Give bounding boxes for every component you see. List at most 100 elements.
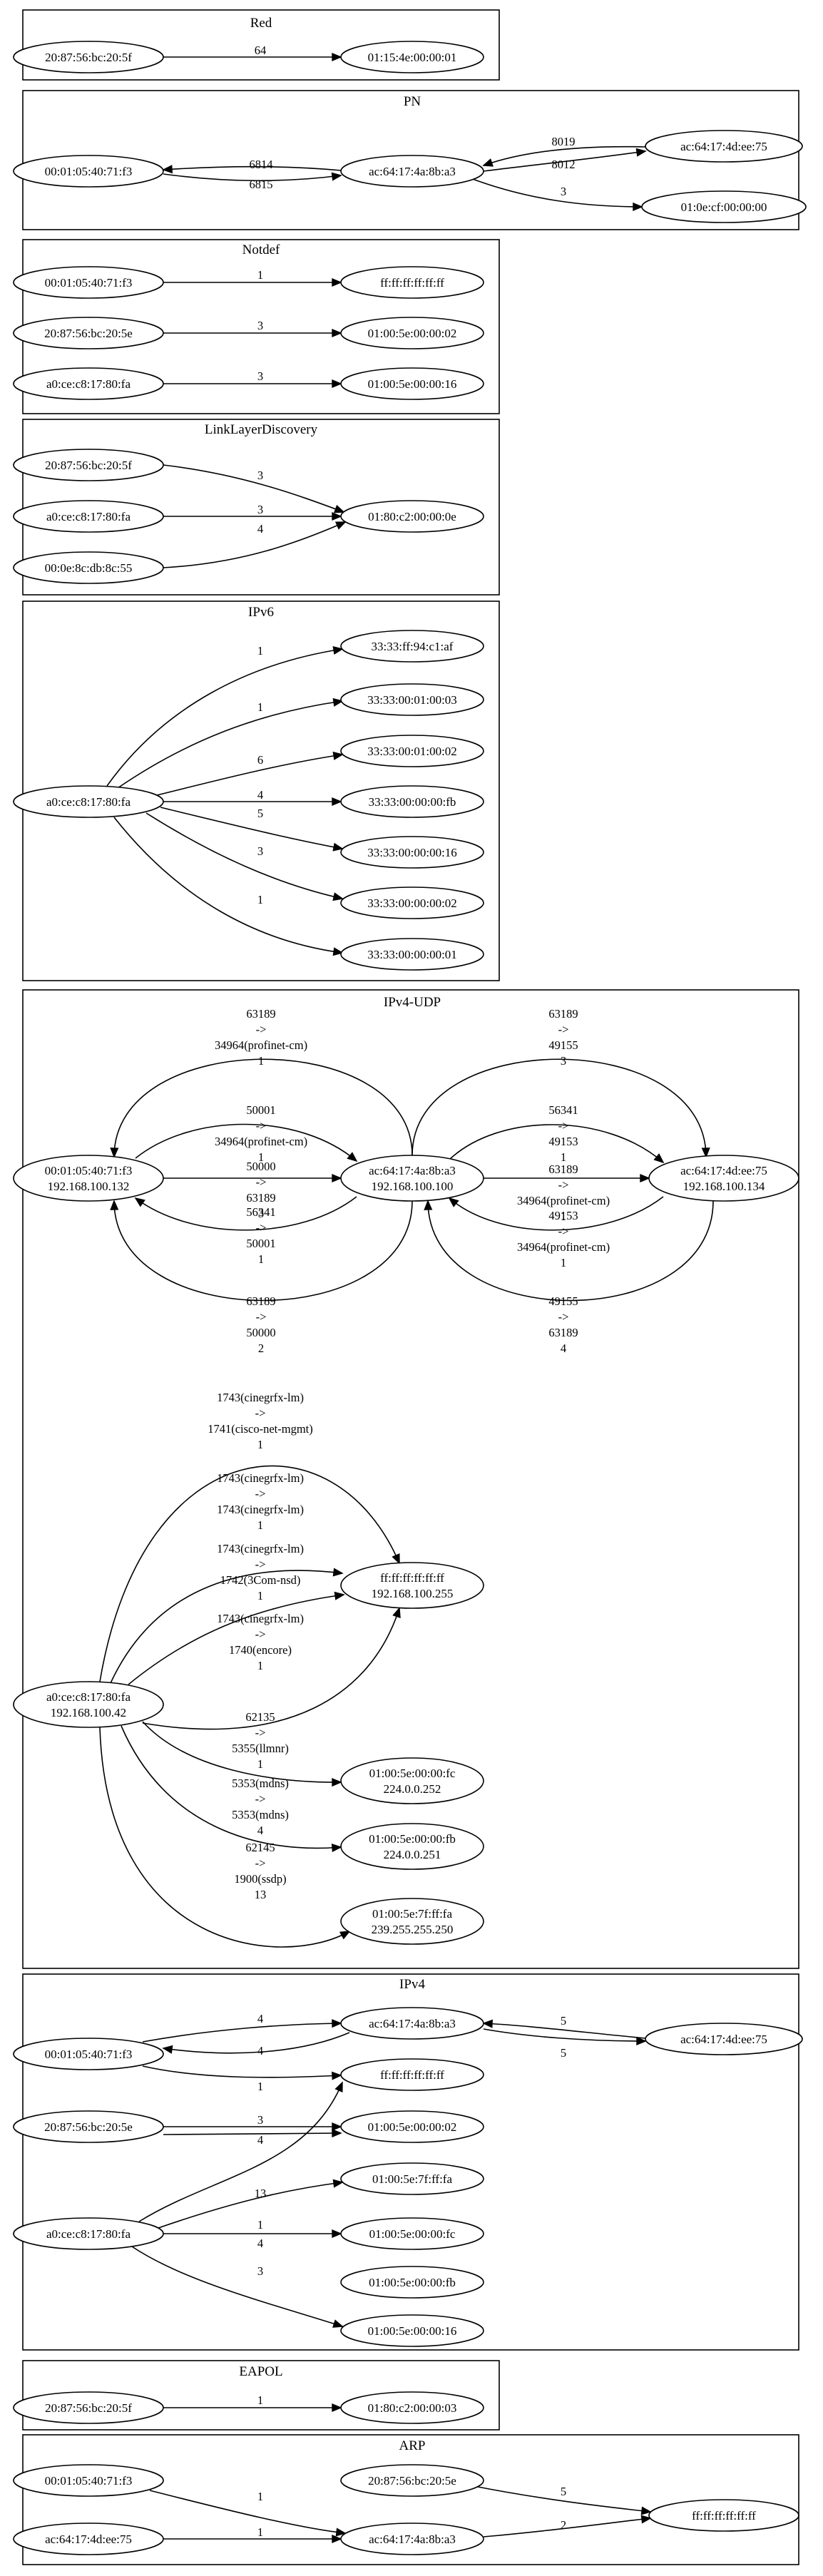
edge: 49153->34964(profinet-cm)1: [448, 1196, 664, 1269]
host-node[interactable]: 01:80:c2:00:00:0e: [340, 500, 484, 533]
node-ellipse: [13, 2038, 164, 2070]
edge-line: [449, 1124, 664, 1163]
host-node[interactable]: 33:33:ff:94:c1:af: [340, 630, 484, 663]
node-ellipse: [340, 630, 484, 663]
edge-label: 5: [561, 2046, 566, 2060]
cluster-title: Notdef: [242, 242, 280, 257]
host-node[interactable]: 00:0e:8c:db:8c:55: [13, 551, 164, 584]
edge: 3: [163, 2113, 342, 2132]
host-node[interactable]: 01:00:5e:00:00:02: [340, 2110, 484, 2143]
host-node[interactable]: 01:00:5e:7f:ff:fa: [340, 2162, 484, 2195]
host-node[interactable]: 20:87:56:bc:20:5f: [13, 449, 164, 481]
host-node[interactable]: 01:00:5e:00:00:16: [340, 2314, 484, 2347]
host-node[interactable]: 01:00:5e:00:00:16: [340, 367, 484, 400]
host-node[interactable]: 01:00:5e:00:00:02: [340, 317, 484, 349]
host-node[interactable]: 33:33:00:00:00:02: [340, 886, 484, 919]
host-node[interactable]: 00:01:05:40:71:f3: [13, 2038, 164, 2070]
host-node[interactable]: ff:ff:ff:ff:ff:ff: [648, 2499, 799, 2532]
host-node[interactable]: 01:0e:cf:00:00:00: [641, 190, 807, 223]
host-node[interactable]: 20:87:56:bc:20:5f: [13, 2391, 164, 2424]
edge: 6814: [162, 158, 342, 174]
host-node[interactable]: ac:64:17:4d:ee:75: [645, 2023, 803, 2055]
host-node[interactable]: ff:ff:ff:ff:ff:ff: [340, 2058, 484, 2091]
edge-label-line: ->: [255, 1726, 266, 1739]
host-node[interactable]: 01:80:c2:00:00:03: [340, 2391, 484, 2424]
edge-arrowhead: [334, 1591, 345, 1600]
edge-arrowhead: [640, 1173, 650, 1183]
host-node[interactable]: a0:ce:c8:17:80:fa: [13, 785, 164, 818]
host-node[interactable]: 20:87:56:bc:20:5e: [340, 2464, 484, 2497]
cluster-border: [22, 600, 500, 981]
edge-label-line: 1: [257, 644, 263, 658]
edge-label-line: 63189: [548, 1326, 578, 1339]
host-node[interactable]: 00:01:05:40:71:f3: [13, 266, 164, 299]
node-label: a0:ce:c8:17:80:fa: [46, 2227, 131, 2241]
host-node[interactable]: 01:00:5e:00:00:fc: [340, 2217, 484, 2250]
host-node[interactable]: ac:64:17:4a:8b:a3: [340, 155, 484, 188]
host-node[interactable]: 33:33:00:00:00:fb: [340, 785, 484, 818]
host-node[interactable]: ac:64:17:4a:8b:a3: [340, 2523, 484, 2555]
node-ellipse: [13, 2523, 164, 2555]
node-ellipse: [645, 130, 803, 163]
edge-label-line: 3: [258, 1207, 264, 1220]
host-node[interactable]: 20:87:56:bc:20:5e: [13, 2110, 164, 2143]
edge-label: 50001->34964(profinet-cm)1: [215, 1103, 307, 1164]
host-node[interactable]: 01:15:4e:00:00:01: [340, 41, 484, 73]
edge-label-line: 4: [257, 522, 263, 536]
host-node[interactable]: 33:33:00:00:00:16: [340, 836, 484, 869]
node-ellipse: [340, 367, 484, 400]
node-label-line: 01:00:5e:00:00:16: [368, 377, 457, 391]
edge-label: 3: [257, 844, 263, 858]
edge: 64: [163, 44, 342, 62]
node-ellipse: [13, 266, 164, 299]
host-node[interactable]: 00:01:05:40:71:f3: [13, 155, 164, 188]
node-label-line: ac:64:17:4a:8b:a3: [369, 1164, 456, 1177]
edge-label-line: 1: [257, 2218, 263, 2232]
edge-label: 3: [257, 503, 263, 516]
node-label-line: 01:00:5e:00:00:fc: [369, 1767, 456, 1780]
host-node[interactable]: 33:33:00:00:00:01: [340, 938, 484, 971]
host-node[interactable]: a0:ce:c8:17:80:fa: [13, 500, 164, 533]
host-node[interactable]: a0:ce:c8:17:80:fa: [13, 2217, 164, 2250]
node-label: 01:00:5e:00:00:fb: [369, 2276, 456, 2289]
node-ellipse: [340, 2464, 484, 2497]
node-label: 01:00:5e:00:00:16: [368, 377, 457, 391]
host-node[interactable]: 33:33:00:01:00:02: [340, 735, 484, 767]
host-node[interactable]: 20:87:56:bc:20:5f: [13, 41, 164, 73]
edge-label-line: 5: [561, 2046, 566, 2060]
node-label: 33:33:00:00:00:01: [367, 948, 457, 961]
edge-label: 1743(cinegrfx-lm)->1742(3Com-nsd)1: [217, 1542, 304, 1603]
host-node[interactable]: 01:00:5e:00:00:fb: [340, 2266, 484, 2299]
host-node[interactable]: ac:64:17:4d:ee:75: [13, 2523, 164, 2555]
host-node[interactable]: 00:01:05:40:71:f3: [13, 2464, 164, 2497]
node-label: ff:ff:ff:ff:ff:ff: [380, 276, 444, 290]
host-node[interactable]: 33:33:00:01:00:03: [340, 683, 484, 716]
cluster-border: [22, 1973, 799, 2351]
edge-line: [142, 1721, 342, 1783]
edge-label: 3: [257, 369, 263, 383]
host-node[interactable]: ac:64:17:4a:8b:a3: [340, 2007, 484, 2040]
host-node[interactable]: 20:87:56:bc:20:5e: [13, 317, 164, 349]
host-node[interactable]: ac:64:17:4d:ee:75: [645, 130, 803, 163]
edge: 5353(mdns)->5353(mdns)4: [121, 1725, 342, 1853]
node-ellipse: [340, 785, 484, 818]
edge-label-line: 62145: [245, 1841, 275, 1854]
edge-label: 1: [257, 2490, 263, 2503]
host-node[interactable]: ff:ff:ff:ff:ff:ff: [340, 266, 484, 299]
edge-label-line: 1: [257, 1589, 263, 1603]
edge-line: [142, 2065, 342, 2078]
edge-arrowhead: [424, 1200, 433, 1210]
host-node[interactable]: a0:ce:c8:17:80:fa: [13, 367, 164, 400]
node-ellipse: [340, 2523, 484, 2555]
edge-line: [149, 2490, 346, 2534]
